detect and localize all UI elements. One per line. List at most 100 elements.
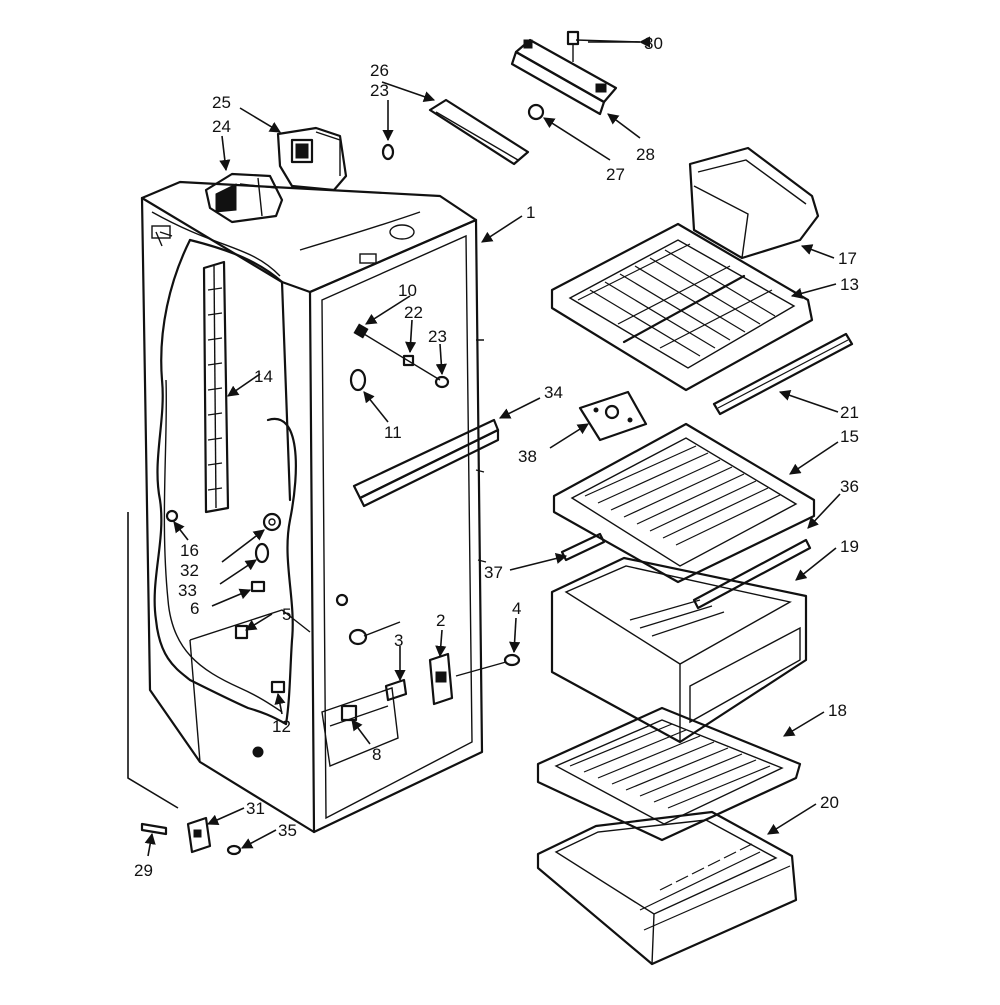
trim-bar-groove	[435, 111, 519, 161]
cabinet-hardware	[165, 323, 521, 722]
light-housing-24	[204, 172, 284, 224]
callout-29: 29	[134, 861, 153, 880]
screw-23a	[381, 143, 395, 161]
crisper-cover-18	[536, 706, 802, 842]
control-plate-38	[578, 390, 648, 442]
cutaway-edge-left	[153, 238, 288, 726]
control-housing-side	[315, 131, 341, 176]
clip-30	[566, 30, 580, 62]
callout-22: 22	[404, 303, 423, 322]
liner-corner-box	[151, 225, 171, 239]
callout-13: 13	[840, 275, 859, 294]
wire-shelf-13	[550, 222, 814, 392]
callout-20: 20	[820, 793, 839, 812]
pan-opening	[554, 819, 778, 915]
bin-rim	[697, 159, 807, 205]
bracket-strip-groove	[213, 265, 217, 509]
liner-top-ridge	[299, 211, 421, 251]
leader-lines	[144, 36, 841, 857]
cover-18-frame	[536, 706, 802, 842]
trim-bar-body	[428, 98, 530, 166]
floor-recess	[321, 687, 399, 767]
drawer-front-panel	[689, 626, 801, 724]
screw-35	[226, 844, 242, 856]
screw-5	[503, 653, 521, 667]
pan-outline	[536, 810, 798, 966]
housing-ribs	[239, 177, 277, 217]
callout-3: 3	[394, 631, 403, 650]
wire-shelf-grid-border	[568, 239, 796, 369]
floor-recess-lip	[329, 705, 389, 727]
block-4	[340, 704, 358, 722]
wire-shelf-divider	[622, 274, 746, 344]
hinge-31	[186, 816, 212, 854]
callout-17: 17	[838, 249, 857, 268]
callout-8: 6	[190, 599, 199, 618]
rail-34-top	[352, 418, 500, 500]
callout-27: 27	[606, 165, 625, 184]
bracket-strip-body	[202, 260, 230, 514]
control-housing-25	[276, 126, 348, 192]
callout-6: 5	[282, 605, 291, 624]
switch-8	[250, 580, 266, 593]
pan-edges	[537, 867, 655, 965]
bracket-28	[510, 38, 618, 116]
bracket-28-lip	[510, 50, 606, 116]
liner-front-opening	[321, 234, 473, 820]
bracket-28-body	[514, 38, 618, 104]
housing-dark-face	[215, 183, 237, 213]
lamp-bulb-33	[254, 542, 270, 564]
lamp-socket-32	[262, 512, 282, 532]
bin-faces	[693, 185, 801, 259]
liner-top	[140, 180, 478, 294]
callout-28: 28	[636, 145, 655, 164]
grommet	[348, 628, 368, 646]
callout-24: 24	[212, 117, 231, 136]
callout-5: 4	[512, 599, 521, 618]
callout-19: 19	[840, 537, 859, 556]
screw-23b	[434, 375, 450, 389]
cover-texture	[584, 445, 781, 546]
wire-shelf-frame	[550, 222, 814, 392]
crisper-drawer-19	[550, 556, 808, 744]
callout-2: 2	[436, 611, 445, 630]
callout-23-top: 23	[370, 81, 389, 100]
liner-left-side	[140, 196, 316, 834]
liner-floor-back	[189, 609, 311, 641]
slide-36	[692, 538, 812, 610]
pin-upper	[335, 593, 349, 607]
plug-11	[349, 368, 367, 392]
liner-top-edge	[151, 211, 281, 277]
plate-body	[578, 390, 648, 442]
callout-37: 37	[484, 563, 503, 582]
clip-30-body	[566, 30, 580, 46]
drawer-edges	[551, 664, 681, 743]
wiring-harness	[163, 379, 283, 713]
liner-front-frame	[308, 218, 484, 834]
bracket-strip-slots	[207, 287, 223, 491]
callout-38: 38	[518, 447, 537, 466]
door-bin-17	[688, 146, 820, 260]
callout-34: 34	[544, 383, 563, 402]
callout-35: 35	[278, 821, 297, 840]
rail-34-front	[358, 428, 500, 508]
callout-14: 14	[254, 367, 273, 386]
liner-inner-corner	[280, 280, 292, 502]
callout-labels: 30 28 27 26 23 25 24 1 17 13 10 22 23 14…	[134, 34, 859, 880]
callout-31: 31	[246, 799, 265, 818]
housing-body	[204, 172, 284, 224]
drawer-inner-ribs	[629, 599, 725, 637]
callout-25: 25	[212, 93, 231, 112]
clip-22	[402, 354, 415, 367]
lower-hardware	[127, 512, 242, 856]
callout-16: 16	[180, 541, 199, 560]
screw-27	[527, 103, 545, 121]
callout-4: 8	[372, 745, 381, 764]
shelf-trim-21	[712, 332, 854, 416]
cutaway-edge-right	[266, 417, 297, 726]
control-window	[290, 138, 314, 164]
callout-18: 18	[828, 701, 847, 720]
meat-pan-20	[536, 810, 798, 966]
